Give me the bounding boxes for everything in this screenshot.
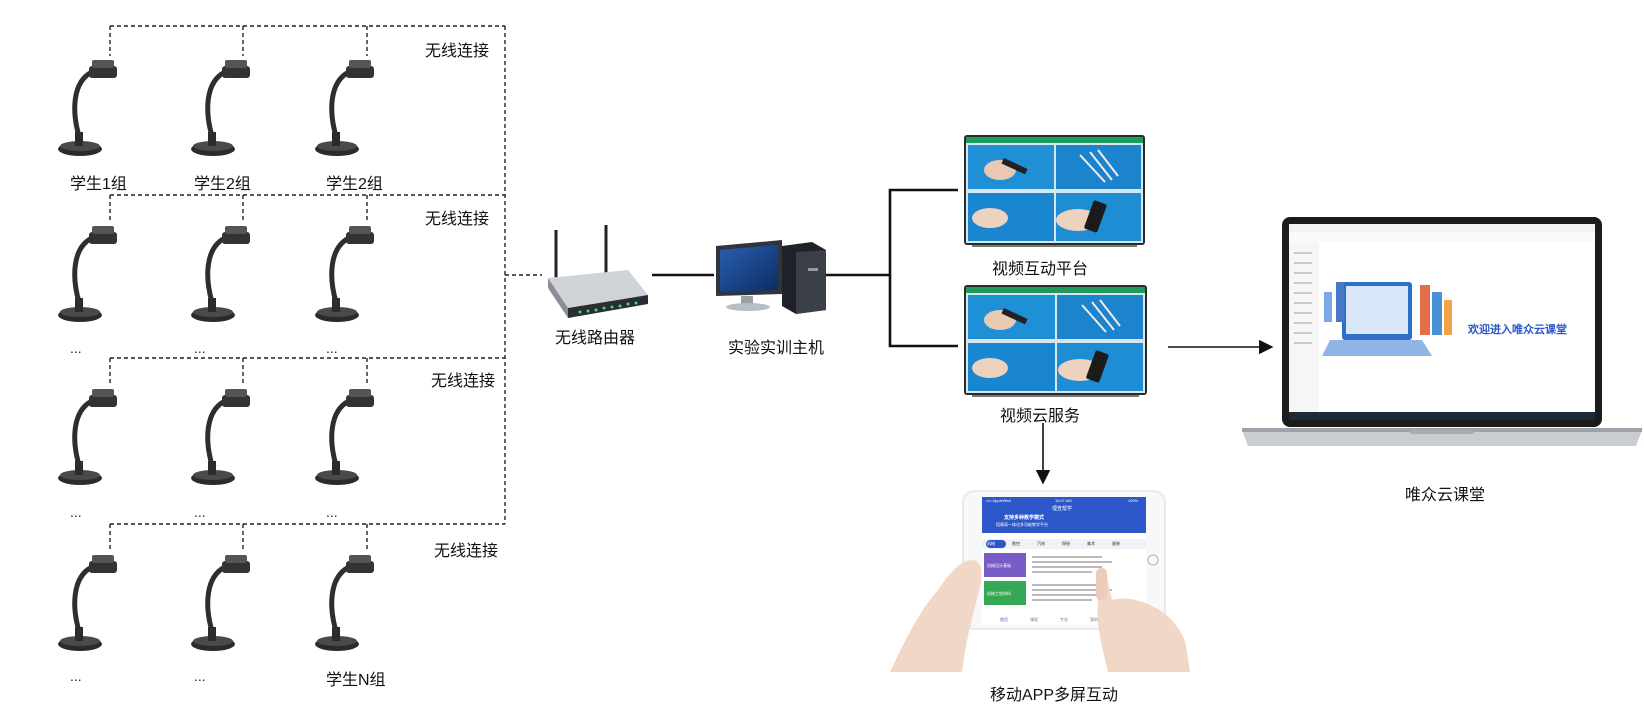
microphone-icon (315, 60, 374, 156)
group-label-3: 学生2组 (326, 176, 383, 193)
cloud-classroom-label: 唯众云课堂 (1405, 487, 1486, 504)
ellipsis: ... (326, 504, 338, 520)
microphone-icon (315, 226, 374, 322)
microphone-icon (58, 555, 117, 651)
wireless-connection-label-1: 无线连接 (425, 43, 490, 60)
tablet-banner-line1: 支持多种教学模式 (1004, 515, 1045, 521)
tablet-tab[interactable]: 汽修 (1037, 541, 1045, 546)
connection-lines (652, 188, 958, 348)
tablet-course-2[interactable]: 机械工程材料 (987, 591, 1011, 596)
wireless-connection-label-4: 无线连接 (434, 543, 499, 560)
microphone-icon (58, 60, 117, 156)
tablet-nav-courses[interactable]: 课程 (1030, 617, 1038, 622)
tablet-status-time: 11:07 AM (1055, 498, 1072, 503)
tablet-nav-me[interactable]: 我的 (1090, 617, 1098, 622)
tablet-nav-home[interactable]: 首页 (1000, 617, 1008, 622)
tablet-banner-line2: 搭建高一体化多功能教学平台 (996, 522, 1048, 527)
laptop-icon (1242, 217, 1642, 446)
video-platform-monitor-icon (964, 135, 1145, 247)
wireless-connection-label-3: 无线连接 (431, 373, 496, 390)
wireless-dashed-lines (109, 25, 542, 551)
tablet-tab[interactable]: 美术 (1087, 541, 1095, 546)
microphone-row-1 (58, 60, 374, 156)
video-cloud-label: 视频云服务 (1000, 408, 1081, 425)
host-computer-icon (716, 240, 826, 314)
tablet-tab[interactable]: 焊接 (1062, 541, 1070, 546)
group-label-1: 学生1组 (70, 176, 127, 193)
tablet-status-right: 100% (1128, 498, 1139, 503)
microphone-icon (58, 389, 117, 485)
laptop-banner-text: 欢迎进入唯众云课堂 (1468, 324, 1567, 336)
microphone-icon (191, 226, 250, 322)
router-icon (548, 225, 648, 318)
tablet-status-left: •••• AppleWeb (986, 498, 1011, 503)
microphone-row-4 (58, 555, 374, 651)
router-label: 无线路由器 (555, 330, 636, 347)
ellipsis: ... (70, 668, 82, 684)
tablet-course-1[interactable]: 机械设计基础 (987, 563, 1011, 568)
tablet-tab[interactable]: 数控 (1012, 541, 1020, 546)
microphone-icon (191, 389, 250, 485)
microphone-row-3 (58, 389, 374, 485)
microphone-row-2 (58, 226, 374, 322)
group-label-n: 学生N组 (326, 672, 386, 689)
group-label-2: 学生2组 (194, 176, 251, 193)
tablet-app-title: 理查帮学 (1052, 506, 1073, 512)
ellipsis: ... (70, 504, 82, 520)
ellipsis: ... (194, 504, 206, 520)
host-label: 实验实训主机 (728, 340, 825, 357)
wireless-connection-label-2: 无线连接 (425, 211, 490, 228)
microphone-icon (315, 389, 374, 485)
video-platform-label: 视频互动平台 (992, 261, 1089, 278)
tablet-tab[interactable]: 服装 (1112, 541, 1120, 546)
tablet-icon (890, 490, 1190, 672)
microphone-icon (58, 226, 117, 322)
mobile-app-label: 移动APP多屏互动 (990, 687, 1119, 704)
microphone-icon (191, 555, 250, 651)
tablet-tab[interactable]: 机械 (987, 541, 995, 546)
ellipsis: ... (194, 340, 206, 356)
ellipsis: ... (194, 668, 206, 684)
tablet-nav-majors[interactable]: 专业 (1060, 617, 1068, 622)
ellipsis: ... (70, 340, 82, 356)
microphone-icon (315, 555, 374, 651)
ellipsis: ... (326, 340, 338, 356)
microphone-icon (191, 60, 250, 156)
video-cloud-monitor-icon (964, 285, 1147, 397)
